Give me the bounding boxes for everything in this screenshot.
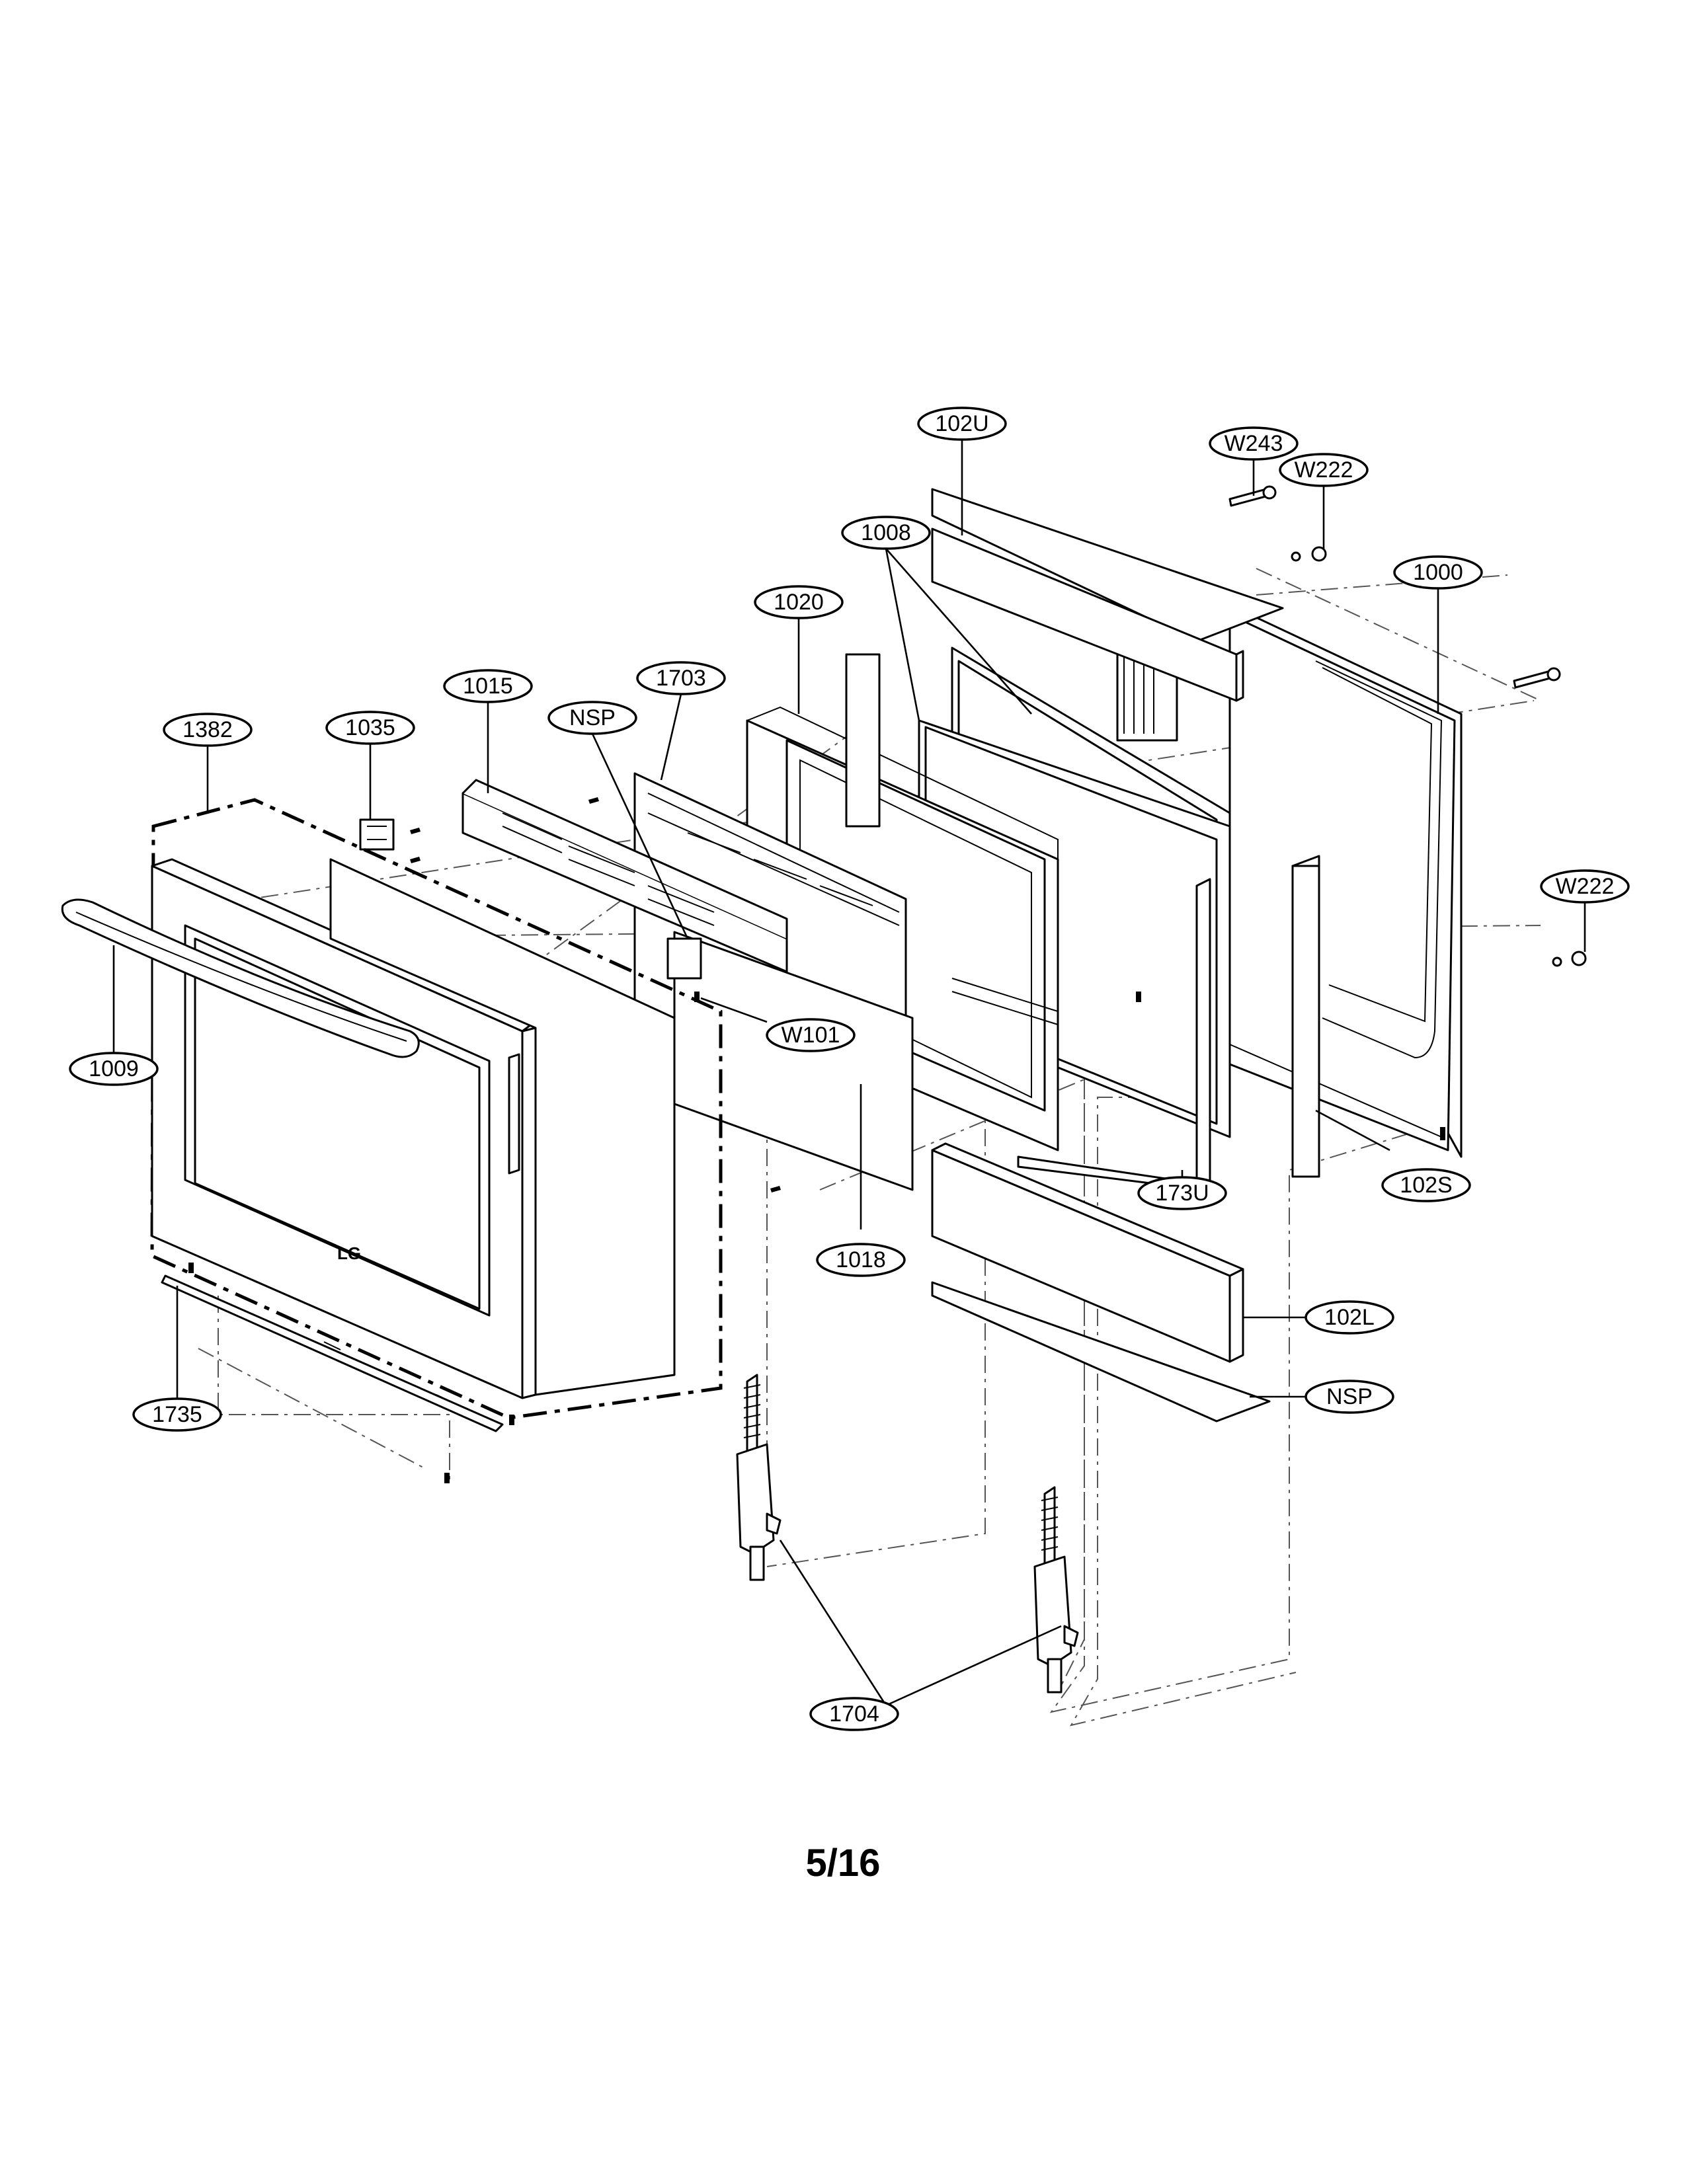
svg-text:1735: 1735	[152, 1402, 202, 1427]
nut-w222-right	[1571, 951, 1587, 966]
upper-insulation-102u	[931, 488, 1284, 702]
screw-bottom-left	[188, 1263, 194, 1273]
screw-1015	[588, 797, 599, 804]
svg-text:NSP: NSP	[1326, 1384, 1373, 1409]
callout-1015: 1015	[443, 669, 533, 703]
door-handle-1009	[61, 898, 420, 1058]
screw-trim	[444, 1473, 450, 1483]
screw-1035-bottom	[410, 857, 421, 863]
screw-1035-top	[410, 828, 421, 834]
callout-w101: W101	[766, 1018, 856, 1052]
bottom-trim-1735	[161, 1274, 504, 1432]
svg-text:102S: 102S	[1400, 1173, 1452, 1198]
svg-text:173U: 173U	[1155, 1181, 1209, 1206]
svg-text:1035: 1035	[345, 715, 395, 740]
callout-1382: 1382	[163, 713, 253, 747]
svg-text:W101: W101	[782, 1023, 840, 1048]
svg-text:W222: W222	[1556, 874, 1615, 899]
hinge-1704-right	[1033, 1486, 1079, 1694]
callout-nsp-bottom: NSP	[1305, 1380, 1394, 1414]
side-insulation-102s	[1291, 855, 1320, 1178]
screw-w243-mid	[1513, 667, 1561, 689]
callout-1735: 1735	[132, 1397, 222, 1432]
screw-w243-top	[1228, 485, 1277, 507]
svg-text:1008: 1008	[861, 520, 911, 545]
callout-1704: 1704	[809, 1697, 899, 1731]
screw-w101	[694, 992, 700, 1002]
screw-bottom-right	[509, 1415, 514, 1425]
callout-1008: 1008	[841, 516, 931, 550]
washer-w222-right	[1552, 956, 1562, 967]
svg-text:102U: 102U	[935, 411, 988, 436]
svg-text:NSP: NSP	[569, 705, 616, 730]
svg-text:W222: W222	[1295, 457, 1353, 483]
top-vent-bracket-1015	[462, 779, 788, 980]
callout-1000: 1000	[1393, 555, 1483, 590]
svg-text:1009: 1009	[89, 1056, 139, 1081]
callout-1018: 1018	[816, 1243, 906, 1277]
front-door-panel: LG	[151, 858, 676, 1399]
callouts: 102U W243 W222 1008 1000 1020 1015 1703	[69, 407, 1630, 1731]
svg-text:102L: 102L	[1324, 1305, 1375, 1330]
svg-text:1018: 1018	[836, 1247, 886, 1272]
callout-1703: 1703	[636, 661, 726, 695]
screw-1020	[1136, 992, 1141, 1002]
callout-w222-top: W222	[1279, 453, 1369, 487]
hinge-bracket-1035	[359, 818, 395, 851]
fasteners	[188, 485, 1587, 1483]
callout-1035: 1035	[325, 711, 415, 745]
svg-text:1382: 1382	[182, 717, 233, 742]
lower-insulation-102l	[931, 1142, 1271, 1423]
washer-w222-top	[1291, 551, 1301, 562]
leader-lines	[112, 440, 1586, 1707]
svg-text:1015: 1015	[463, 674, 513, 699]
svg-text:1703: 1703	[656, 666, 706, 691]
door-outer-outline-1382	[150, 798, 723, 1420]
callout-102l: 102L	[1305, 1300, 1394, 1335]
svg-text:1000: 1000	[1413, 560, 1463, 585]
hinge-1704-left	[736, 1374, 782, 1581]
callout-1020: 1020	[754, 585, 844, 619]
svg-text:W243: W243	[1224, 431, 1283, 456]
callout-w243: W243	[1209, 426, 1299, 461]
door-logo: LG	[337, 1243, 361, 1263]
callout-1009: 1009	[69, 1052, 159, 1086]
screw-1018	[770, 1186, 781, 1192]
rear-door-frame-1000	[1116, 587, 1463, 1158]
callout-173u: 173U	[1137, 1176, 1227, 1210]
callout-w222-right: W222	[1540, 869, 1630, 904]
svg-text:1704: 1704	[829, 1701, 879, 1727]
nut-w222-top	[1311, 546, 1327, 562]
screw-frame-bottom	[1440, 1127, 1445, 1140]
callout-102s: 102S	[1381, 1168, 1471, 1202]
callout-nsp-top: NSP	[547, 701, 637, 735]
svg-text:1020: 1020	[774, 590, 824, 615]
callout-102u: 102U	[917, 407, 1007, 441]
page-number: 5/16	[805, 1842, 881, 1885]
